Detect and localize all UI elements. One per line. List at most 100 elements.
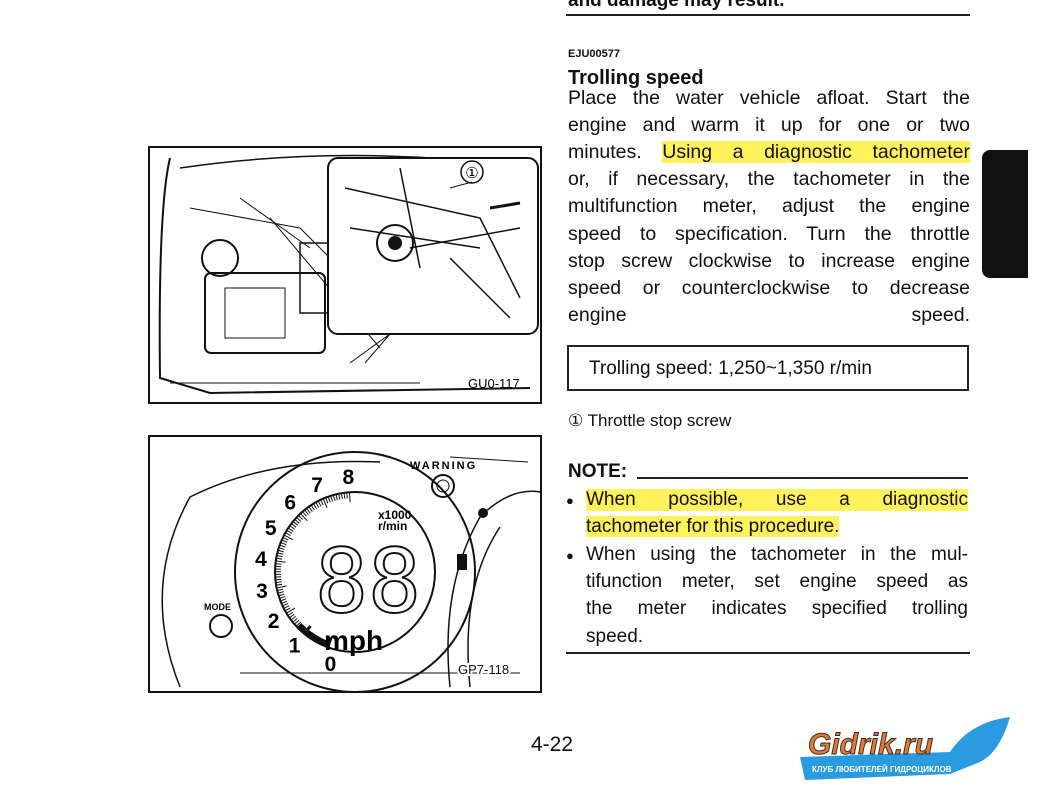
paragraph-line: stop screw clockwise to increase engine (568, 250, 970, 272)
tick-mark (276, 555, 283, 558)
tick-mark (304, 509, 309, 515)
line-text: minutes. (568, 141, 663, 164)
engine-illustration: ① GU0-117 (158, 154, 539, 395)
note-text: the meter indicates specified trolling (586, 598, 968, 620)
paragraph-line: Place the water vehicle afloat. Start th… (568, 87, 970, 109)
logo-text: Gidrik.ru (808, 728, 933, 761)
mode-button (209, 614, 233, 638)
tick-mark (297, 622, 304, 630)
note-line: When possible, use a diagnostic (586, 489, 968, 511)
page-number: 4-22 (531, 733, 574, 756)
tick-mark (278, 593, 285, 597)
tick-mark (282, 537, 289, 541)
tick-mark (323, 640, 329, 647)
tick-mark (310, 504, 315, 511)
tick-mark (287, 527, 294, 532)
note-text: When possible, use a diagnostic (586, 489, 968, 510)
tick-mark (282, 602, 289, 607)
tick-label: 6 (284, 492, 296, 515)
tick-mark (346, 492, 348, 499)
tick-mark (292, 521, 298, 526)
tick-mark (313, 503, 317, 510)
tick-mark (275, 563, 282, 565)
warning-label: WARNING (410, 460, 477, 472)
tick-mark (338, 493, 341, 500)
section-heading: Trolling speed (568, 67, 704, 89)
tick-label: 0 (325, 653, 337, 676)
tick-mark (294, 518, 300, 524)
tick-label: 2 (268, 610, 280, 633)
tick-mark (340, 493, 343, 500)
tick-mark (302, 625, 312, 635)
tick-mark (289, 525, 295, 530)
note-line: When using the tachometer in the mul- (586, 544, 968, 566)
line-text: speed to specification. Turn the throttl… (568, 222, 970, 245)
tick-mark (287, 611, 294, 616)
caption: ① Throttle stop screw (568, 411, 732, 430)
note-line: tifunction meter, set engine speed as (586, 571, 968, 593)
tick-mark (275, 581, 282, 584)
line-text: engine speed. (568, 303, 970, 326)
note-text: When using the tachometer in the mul- (586, 543, 968, 565)
divider (566, 14, 970, 16)
note-rule (637, 477, 968, 479)
paragraph-line: engine and warm it up for one or two (568, 114, 970, 136)
paragraph-line: minutes. Using a diagnostic tachometer (568, 141, 970, 164)
tick-mark (276, 583, 283, 586)
tick-mark (298, 624, 306, 632)
tick-mark (276, 585, 287, 589)
chapter-tab (982, 150, 1028, 278)
tick-mark (322, 498, 328, 509)
tick-mark (317, 500, 322, 507)
tick-mark (305, 629, 312, 637)
tick-mark (315, 502, 320, 508)
tick-mark (294, 619, 300, 625)
tick-mark (281, 600, 288, 604)
note-line: tachometer for this procedure. (586, 516, 968, 538)
tick-mark (307, 631, 314, 638)
tick-mark (325, 497, 329, 504)
tick-label: 4 (255, 548, 267, 571)
tick-mark (316, 636, 322, 644)
tick-label: 5 (265, 517, 277, 540)
tick-mark (326, 637, 333, 648)
bullet-icon: ● (566, 493, 574, 508)
tick-mark (314, 635, 320, 643)
tick-label: 1 (289, 634, 301, 657)
paragraph-line: speed or counterclockwise to decrease (568, 277, 970, 299)
tick-mark (289, 613, 295, 619)
tick-mark (291, 523, 297, 528)
tick-mark (275, 560, 286, 563)
tick-mark (277, 552, 284, 555)
rpm-unit: r/min (378, 519, 407, 533)
tick-mark (276, 557, 283, 560)
tick-mark (300, 513, 308, 522)
tick-mark (280, 598, 287, 602)
tick-mark (290, 615, 297, 621)
tick-label: 3 (256, 580, 268, 603)
figure-engine: ① GU0-117 (148, 146, 542, 404)
tick-mark (321, 639, 327, 646)
tick-mark (298, 515, 304, 520)
tick-mark (277, 588, 284, 592)
cut-off-text: and damage may result. (568, 0, 785, 11)
paragraph-line: multifunction meter, adjust the engine (568, 195, 970, 217)
digital-display: 88 (315, 530, 421, 633)
tick-label: 7 (311, 474, 323, 497)
tick-mark (348, 492, 351, 503)
tick-mark (278, 547, 285, 550)
tick-mark (277, 591, 284, 594)
tick-mark (327, 496, 331, 503)
paragraph-line: speed to specification. Turn the throttl… (568, 223, 970, 245)
tick-mark (279, 544, 286, 548)
figure-code: GP7-118 (458, 662, 509, 677)
tick-mark (283, 534, 294, 541)
section-code: EJU00577 (568, 48, 620, 60)
logo-tagline: КЛУБ ЛЮБИТЕЛЕЙ ГИДРОЦИКЛОВ (812, 765, 952, 774)
multiplier-label: x1000 (378, 508, 412, 522)
figure-code: GU0-117 (468, 376, 520, 391)
tick-mark (320, 499, 324, 506)
